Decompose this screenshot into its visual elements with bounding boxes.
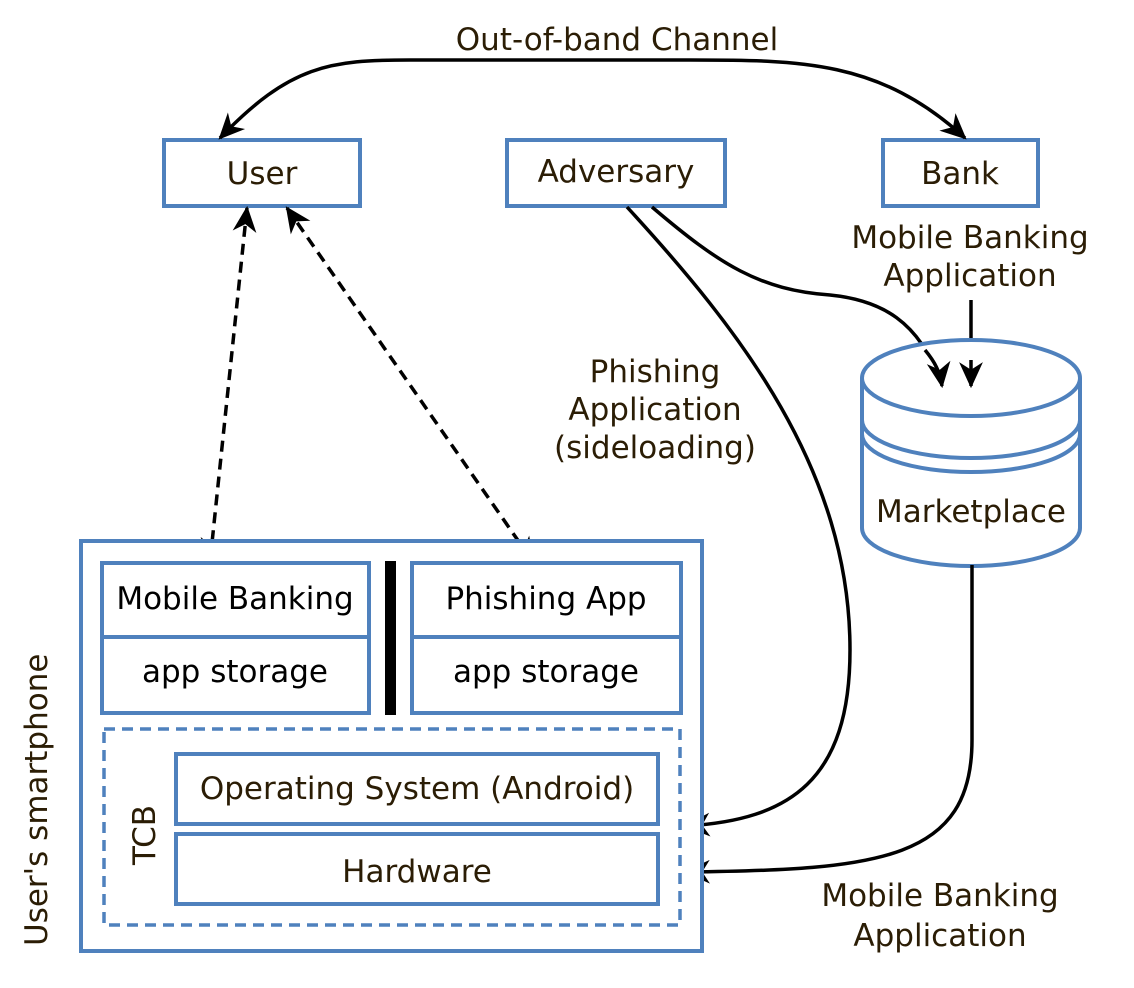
os-label: Operating System (Android) (200, 771, 634, 807)
user-label: User (227, 156, 298, 192)
phishing-app-label: Phishing App (445, 581, 646, 617)
out-of-band-edge (218, 58, 967, 140)
user-node: User (162, 138, 362, 208)
market-to-phone-label-1: Mobile Banking (821, 878, 1058, 914)
phishing-app-box: Phishing App app storage (410, 561, 683, 715)
tcb-label: TCB (127, 805, 163, 866)
adversary-to-market-edge (650, 205, 946, 389)
phishing-label-2: Application (568, 392, 741, 428)
adversary-to-tcb-edge (625, 205, 852, 837)
marketplace-label: Marketplace (876, 494, 1066, 530)
user-to-banking-app-edge (200, 205, 257, 565)
market-to-phone-label-2: Application (853, 918, 1026, 954)
mobile-banking-storage-label: app storage (142, 654, 328, 690)
user-to-phishing-app-edge (285, 206, 535, 564)
bank-to-market-label-2: Application (883, 258, 1056, 294)
phishing-storage-label: app storage (453, 654, 639, 690)
phishing-label-1: Phishing (590, 354, 721, 390)
bank-to-market-label-1: Mobile Banking (851, 220, 1088, 256)
adversary-label: Adversary (538, 154, 695, 190)
tcb-region: TCB Operating System (Android) Hardware (102, 727, 682, 927)
hardware-label: Hardware (342, 854, 492, 890)
market-to-tcb-edge (683, 565, 974, 884)
adversary-to-market-arrowhead (923, 348, 951, 389)
smartphone-label: User's smartphone (19, 654, 55, 946)
out-of-band-label: Out-of-band Channel (456, 22, 778, 58)
mobile-banking-app-box: Mobile Banking app storage (100, 561, 371, 715)
marketplace-node: Marketplace (860, 338, 1082, 568)
smartphone-container: User's smartphone Mobile Banking app sto… (19, 539, 704, 953)
phishing-label-3: (sideloading) (554, 430, 756, 466)
isolation-separator (385, 561, 396, 715)
bank-node: Bank (881, 138, 1040, 208)
mobile-banking-app-label: Mobile Banking (116, 581, 353, 617)
bank-label: Bank (921, 156, 999, 192)
adversary-node: Adversary (505, 138, 727, 208)
